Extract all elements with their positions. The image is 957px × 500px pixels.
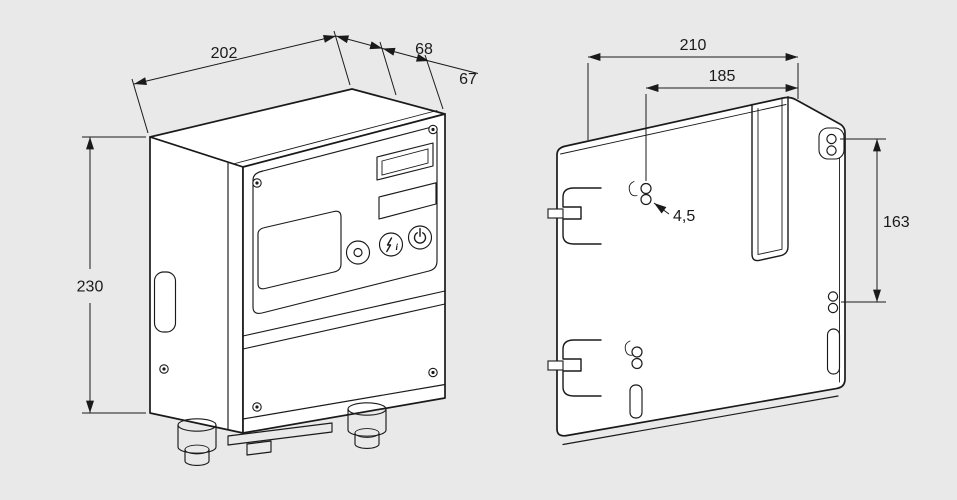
dimension-label-hole-spacing-width: 185: [709, 68, 736, 85]
dimension-overall-width: 210: [587, 37, 799, 140]
info-icon: i: [396, 242, 399, 252]
reset-info-button: i: [378, 232, 404, 257]
front-cover-screws: [252, 124, 438, 412]
mounting-hole-top-right: [826, 133, 837, 145]
back-view: [547, 96, 846, 446]
front-view: i: [149, 88, 446, 466]
dimension-label-overall-width: 210: [680, 37, 707, 54]
cable-gland-left: [177, 418, 217, 466]
dimensions: 202 68 67 230 210: [77, 30, 910, 414]
back-plate-outline: [556, 96, 846, 437]
dimension-hole-spacing-width: 185: [645, 68, 799, 181]
display-main: [257, 210, 342, 290]
power-button: [407, 225, 433, 250]
power-icon: [413, 227, 427, 244]
display-small: [376, 142, 434, 181]
bottom-rail: [227, 422, 333, 456]
mounting-hole-mid-left: [624, 340, 643, 370]
mounting-hole-top-left: [628, 181, 652, 206]
dimension-label-depth-front: 67: [459, 71, 477, 88]
central-slot: [751, 96, 789, 262]
dimension-label-hole-spacing-height: 163: [883, 214, 910, 231]
dimension-depth: 68 67: [335, 35, 479, 110]
round-button: [345, 240, 371, 265]
mounting-clip-top: [547, 187, 602, 245]
housing-side-face: [149, 136, 244, 434]
housing-front-face: [242, 113, 446, 434]
mounting-hole-bottom-right: [827, 291, 839, 314]
mounting-clip-bottom: [547, 339, 602, 397]
dimension-label-height: 230: [77, 279, 104, 296]
bottom-right-slot: [826, 328, 841, 375]
corner-tab: [818, 127, 845, 160]
status-window: [378, 182, 437, 220]
bottom-flange-line: [562, 395, 839, 446]
dimension-label-width: 202: [211, 45, 238, 62]
lightning-icon: [386, 237, 393, 253]
top-edge-inner-line: [560, 104, 787, 155]
housing-seams: [242, 290, 446, 420]
cable-gland-right: [347, 402, 387, 449]
dimension-hole-diameter: 4,5: [653, 202, 695, 225]
cable-hook: [624, 340, 634, 356]
side-screw: [159, 364, 169, 374]
bottom-left-slot: [629, 384, 643, 419]
dimension-label-hole-diameter: 4,5: [673, 208, 695, 225]
side-label-window: [153, 271, 177, 333]
dimension-label-depth-rear: 68: [415, 41, 433, 58]
top-cover-seam: [234, 110, 438, 164]
dimension-hole-spacing-height: 163: [840, 138, 910, 303]
cable-hook: [628, 181, 638, 197]
dimension-height: 230: [77, 136, 146, 414]
